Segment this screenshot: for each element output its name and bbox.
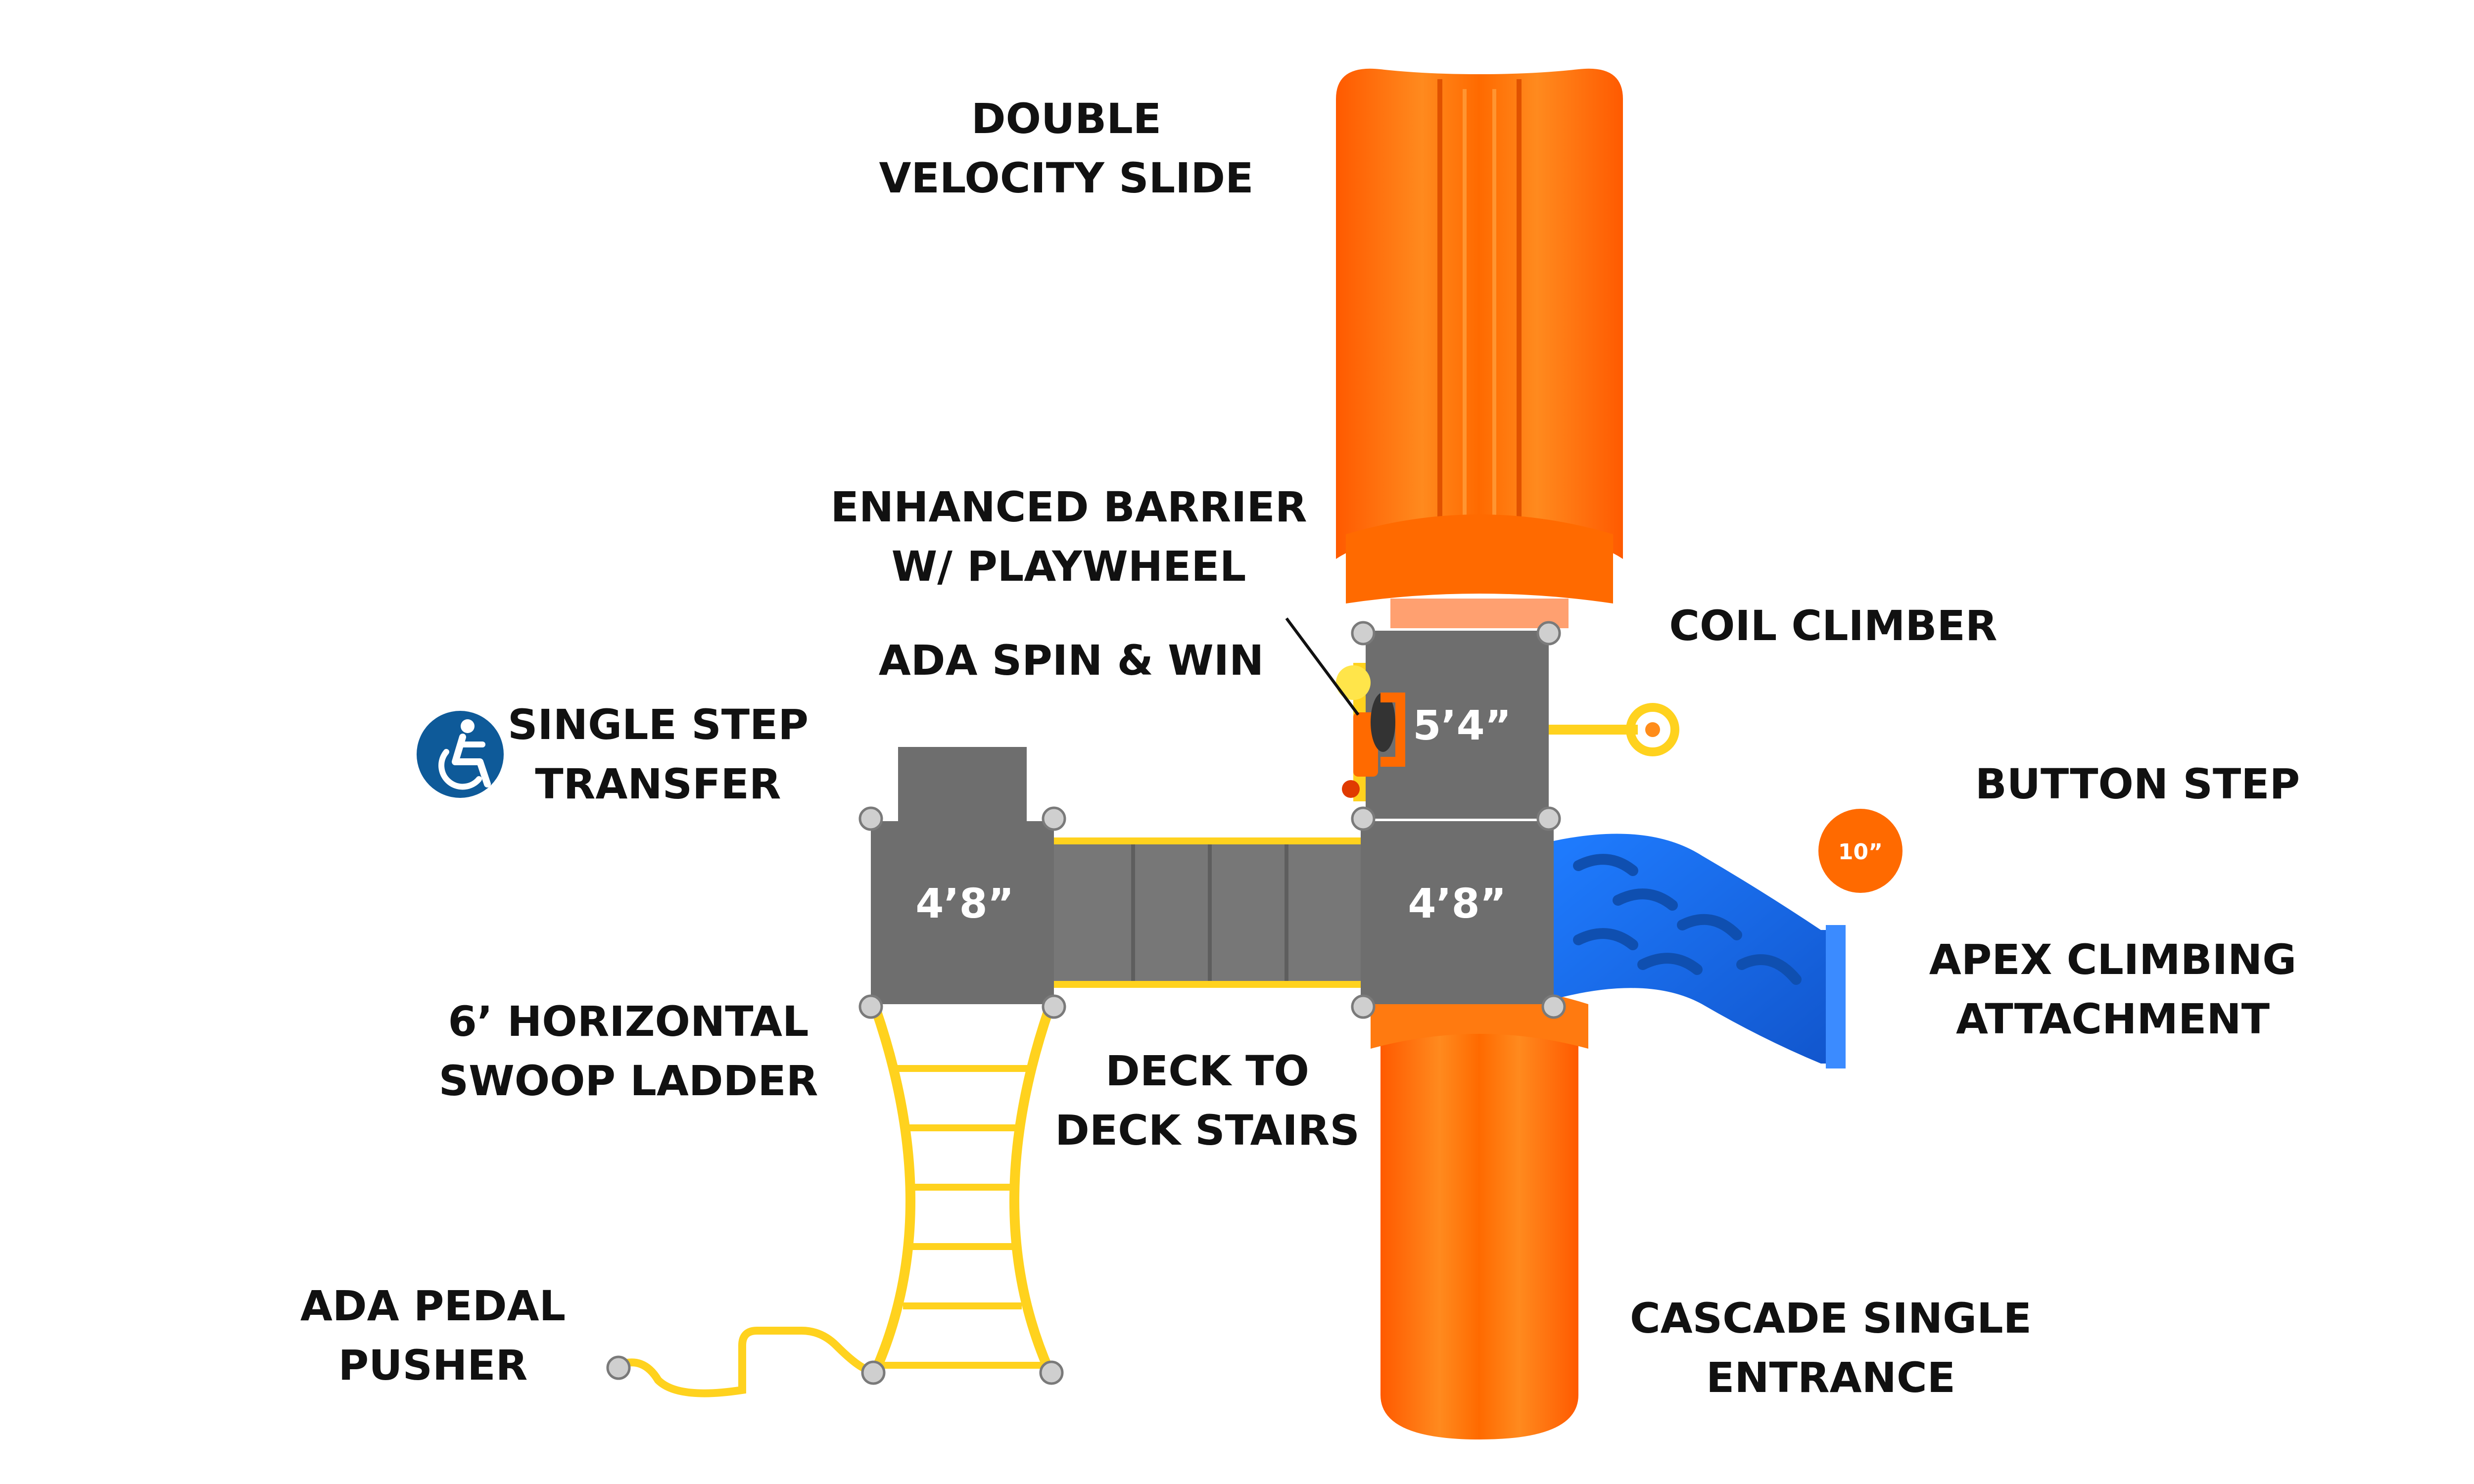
label-deck-stairs: DECK TO DECK STAIRS: [1055, 1047, 1360, 1155]
wheelchair-icon: [417, 711, 504, 798]
double-velocity-slide: [1336, 68, 1623, 628]
deck-center: [1361, 821, 1554, 1004]
label-coil-climber: COIL CLIMBER: [1669, 602, 1998, 650]
ada-pedal-pusher: [617, 1327, 871, 1397]
label-apex-climbing: APEX CLIMBING ATTACHMENT: [1929, 935, 2297, 1043]
horizontal-swoop-ladder: [871, 1007, 1054, 1373]
button-step-size: 10”: [1838, 839, 1883, 865]
button-step: [1818, 809, 1903, 893]
label-enhanced-barrier: ENHANCED BARRIER W/ PLAYWHEEL: [830, 483, 1307, 591]
post-caps: [606, 621, 1566, 1385]
label-button-step: BUTTON STEP: [1975, 760, 2300, 808]
coil-climber: [1549, 703, 1679, 756]
deck-center-size: 4’8”: [1408, 881, 1506, 928]
deck-left: [871, 747, 1054, 1004]
deck-left-size: 4’8”: [915, 881, 1014, 928]
label-ada-pedal: ADA PEDAL PUSHER: [300, 1282, 566, 1390]
label-double-velocity-slide: DOUBLE VELOCITY SLIDE: [879, 94, 1254, 202]
cascade-single-entrance: [1371, 987, 1588, 1439]
label-single-step-transfer: SINGLE STEP TRANSFER: [508, 700, 809, 808]
deck-to-deck-stairs: [1054, 837, 1361, 988]
label-ada-spin-win: ADA SPIN & WIN: [878, 636, 1264, 685]
deck-upper-size: 5’4”: [1413, 702, 1511, 749]
label-cascade-entrance: CASCADE SINGLE ENTRANCE: [1629, 1294, 2032, 1402]
label-horizontal-swoop: 6’ HORIZONTAL SWOOP LADDER: [438, 997, 818, 1105]
apex-climbing-attachment: [1554, 834, 1846, 1068]
enhanced-barrier-playwheel: [1336, 663, 1405, 801]
enhanced-barrier-leader: [1285, 617, 1360, 716]
